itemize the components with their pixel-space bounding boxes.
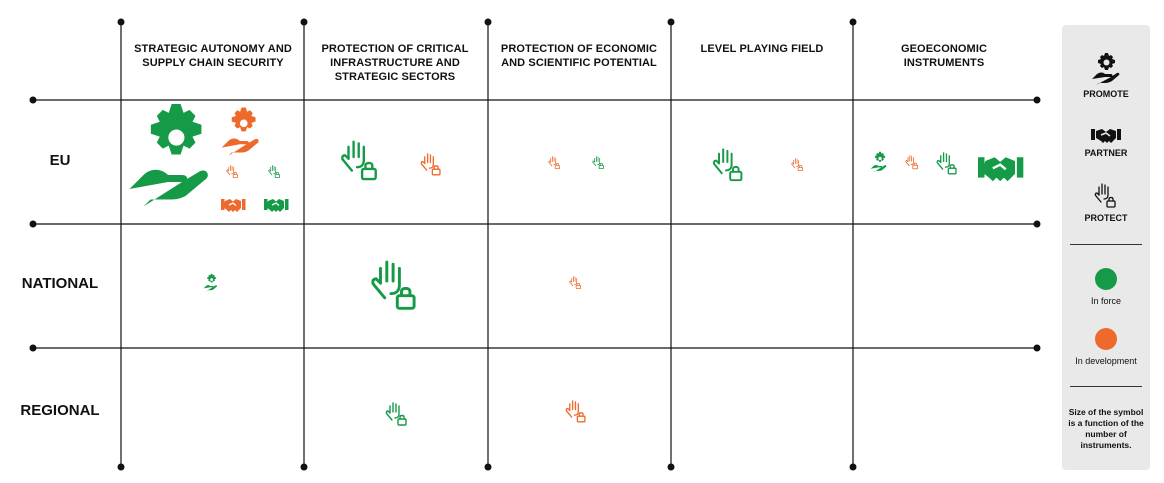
divider-end-dot xyxy=(1033,220,1041,228)
protect-icon xyxy=(385,402,407,426)
promote-icon xyxy=(203,273,218,292)
column-header-strategic-autonomy: STRATEGIC AUTONOMY AND SUPPLY CHAIN SECU… xyxy=(134,43,292,69)
divider-end-dot xyxy=(29,220,37,228)
in-force-dot xyxy=(1095,268,1117,290)
divider-end-dot xyxy=(484,463,492,471)
divider-end-dot xyxy=(117,18,125,26)
column-header-critical-infrastructure: PROTECTION OF CRITICAL INFRASTRUCTURE AN… xyxy=(321,43,469,83)
divider-end-dot xyxy=(300,18,308,26)
protect-icon xyxy=(548,156,560,170)
legend-partner-label: PARTNER xyxy=(1084,148,1128,158)
legend-in-development-label: In development xyxy=(1075,356,1137,366)
protect-legend-icon xyxy=(1094,183,1116,208)
column-header-level-playing-field: LEVEL PLAYING FIELD xyxy=(700,43,824,55)
protect-icon xyxy=(791,158,803,172)
divider-end-dot xyxy=(849,18,857,26)
protect-icon xyxy=(905,155,919,170)
protect-icon xyxy=(268,165,280,179)
divider-end-dot xyxy=(29,344,37,352)
divider-end-dot xyxy=(117,463,125,471)
legend-separator xyxy=(1070,244,1142,245)
divider-end-dot xyxy=(849,463,857,471)
row-header-national: NATIONAL xyxy=(21,275,99,292)
protect-icon xyxy=(371,260,416,310)
protect-icon xyxy=(341,140,377,181)
legend-promote-label: PROMOTE xyxy=(1083,89,1129,99)
divider-end-dot xyxy=(484,18,492,26)
protect-icon xyxy=(569,276,581,290)
partner-legend-icon xyxy=(1091,129,1121,143)
divider-end-dot xyxy=(667,463,675,471)
row-header-regional: REGIONAL xyxy=(20,402,100,419)
column-header-economic-scientific: PROTECTION OF ECONOMIC AND SCIENTIFIC PO… xyxy=(500,43,658,69)
divider-end-dot xyxy=(1033,344,1041,352)
promote-legend-icon xyxy=(1092,53,1120,85)
legend-separator xyxy=(1070,386,1142,387)
legend-protect-label: PROTECT xyxy=(1084,213,1128,223)
protect-icon xyxy=(592,156,604,170)
divider-end-dot xyxy=(300,463,308,471)
legend-note: Size of the symbol is a function of the … xyxy=(1068,407,1144,450)
legend-panel: PROMOTE PARTNER PROTECT In force In deve… xyxy=(1062,25,1150,470)
partner-icon xyxy=(221,199,246,212)
promote-icon xyxy=(870,151,887,173)
protect-icon xyxy=(565,400,586,423)
promote-icon xyxy=(221,107,259,156)
protect-icon xyxy=(226,165,238,179)
in-development-dot xyxy=(1095,328,1117,350)
partner-icon xyxy=(978,157,1024,182)
legend-in-force-label: In force xyxy=(1090,296,1121,306)
column-header-geoeconomic: GEOECONOMIC INSTRUMENTS xyxy=(900,43,988,69)
divider-end-dot xyxy=(29,96,37,104)
protect-icon xyxy=(420,153,441,176)
partner-icon xyxy=(264,199,289,212)
protect-icon xyxy=(936,152,957,175)
promote-icon xyxy=(129,103,208,207)
protect-icon xyxy=(712,148,743,182)
divider-end-dot xyxy=(1033,96,1041,104)
divider-end-dot xyxy=(667,18,675,26)
row-header-eu: EU xyxy=(49,152,71,169)
